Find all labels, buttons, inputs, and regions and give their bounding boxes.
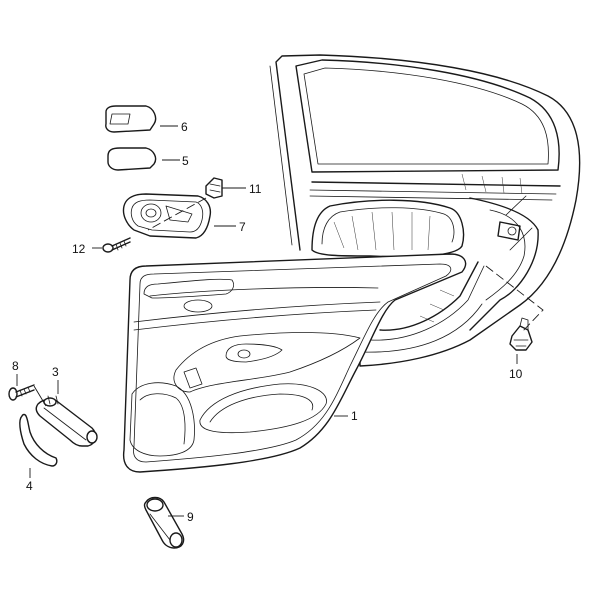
door-shell bbox=[269, 54, 581, 367]
clip-10 bbox=[509, 317, 533, 351]
callout-4: 4 bbox=[26, 479, 33, 493]
switch-frame bbox=[105, 105, 157, 133]
callout-12: 12 bbox=[72, 242, 86, 256]
door-handle-bezel bbox=[122, 193, 212, 239]
callout-11: 11 bbox=[249, 182, 262, 196]
door-trim-panel bbox=[122, 253, 467, 473]
callout-7: 7 bbox=[239, 220, 246, 234]
window-crank bbox=[143, 496, 185, 549]
callouts: 1 3 4 5 6 7 8 9 10 11 12 bbox=[12, 120, 523, 524]
callout-10: 10 bbox=[509, 367, 523, 381]
screw-8 bbox=[8, 384, 35, 401]
callout-6: 6 bbox=[181, 120, 188, 134]
callout-5: 5 bbox=[182, 154, 189, 168]
screw-12 bbox=[102, 237, 131, 253]
callout-9: 9 bbox=[187, 510, 194, 524]
cover-cap bbox=[107, 147, 157, 171]
callout-8: 8 bbox=[12, 359, 19, 373]
grab-handle bbox=[19, 413, 58, 467]
clip-11 bbox=[205, 177, 223, 199]
armrest-bracket bbox=[35, 395, 98, 447]
leader-lines bbox=[16, 125, 544, 517]
callout-1: 1 bbox=[351, 409, 358, 423]
callout-3: 3 bbox=[52, 365, 59, 379]
